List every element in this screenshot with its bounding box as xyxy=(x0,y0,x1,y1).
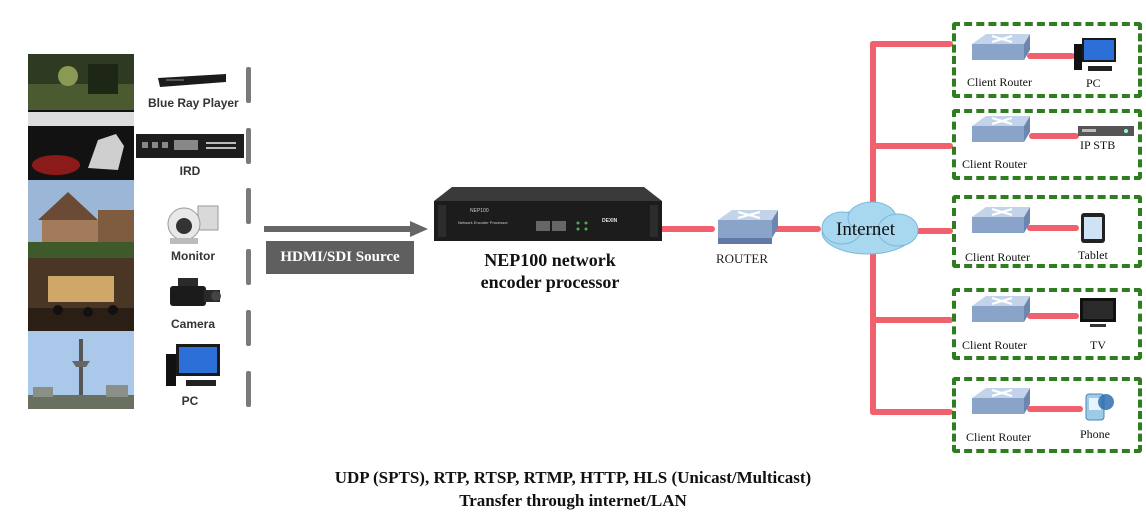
client-router-label: Client Router xyxy=(962,338,1027,352)
client-router-label: Client Router xyxy=(967,75,1032,89)
internet-label: Internet xyxy=(836,219,896,240)
client-device-label: TV xyxy=(1090,338,1106,352)
client-group-pc xyxy=(952,22,1142,98)
divider-dash xyxy=(246,188,251,224)
monitor-label: Monitor xyxy=(171,249,215,263)
client-router-icon xyxy=(972,296,1030,322)
pc-icon xyxy=(1074,38,1116,71)
client-router-label: Client Router xyxy=(966,430,1031,444)
client-device-label: PC xyxy=(1086,76,1101,90)
client-device-label: IP STB xyxy=(1080,138,1116,152)
monitor-camera-icon xyxy=(167,205,219,244)
client-group-phone xyxy=(952,377,1142,453)
router-icon xyxy=(718,210,778,244)
blueray-player-icon xyxy=(158,74,226,87)
encoder-panel-sub: Network Encoder Processor xyxy=(458,220,508,225)
divider-dash xyxy=(246,128,251,164)
client-router-icon xyxy=(972,34,1030,60)
source-photo-movie xyxy=(28,54,134,110)
divider-dash xyxy=(246,67,251,103)
source-arrow xyxy=(264,221,428,237)
protocols-line2: Transfer through internet/LAN xyxy=(459,491,687,510)
client-router-icon xyxy=(972,116,1030,142)
internet-cloud-icon xyxy=(821,201,919,255)
camera-label: Camera xyxy=(170,317,216,331)
client-device-label: Tablet xyxy=(1078,248,1108,262)
client-device-label: Phone xyxy=(1080,427,1110,441)
client-router-icon xyxy=(972,207,1030,233)
ird-label: IRD xyxy=(179,164,201,178)
divider-dash xyxy=(246,371,251,407)
pc-source-label: PC xyxy=(181,394,199,408)
protocols-line1: UDP (SPTS), RTP, RTSP, RTMP, HTTP, HLS (… xyxy=(334,468,812,487)
video-camera-icon xyxy=(170,278,221,306)
phone-icon xyxy=(1085,393,1114,421)
router-label: ROUTER xyxy=(716,251,768,266)
client-router-label: Client Router xyxy=(965,250,1030,264)
source-photo-house xyxy=(28,180,134,258)
client-group-tablet xyxy=(952,195,1142,268)
encoder-brand: DEXIN xyxy=(602,218,618,224)
pc-icon-source xyxy=(166,344,220,386)
tv-icon xyxy=(1080,298,1116,327)
client-group-stb xyxy=(952,109,1142,180)
encoder-title: NEP100 network encoder processor xyxy=(440,249,660,293)
source-photo-tower xyxy=(28,331,134,409)
source-photo-car-horse xyxy=(28,110,134,180)
tablet-icon xyxy=(1081,213,1105,243)
client-group-tv xyxy=(952,288,1142,360)
encoder-panel-model: NEP100 xyxy=(470,208,489,214)
source-photo-conference xyxy=(28,258,134,331)
client-router-icon xyxy=(972,388,1030,414)
divider-dash xyxy=(246,310,251,346)
encoder-title-line1: NEP100 network xyxy=(484,250,616,270)
encoder-title-line2: encoder processor xyxy=(480,272,620,292)
encoder-device-icon xyxy=(434,187,662,241)
ird-icon xyxy=(136,134,244,158)
blueray-player-label: Blue Ray Player xyxy=(148,96,239,110)
hdmi-sdi-source-box: HDMI/SDI Source xyxy=(266,241,414,274)
stb-icon xyxy=(1078,126,1134,136)
client-router-label: Client Router xyxy=(962,157,1027,171)
divider-dash xyxy=(246,249,251,285)
